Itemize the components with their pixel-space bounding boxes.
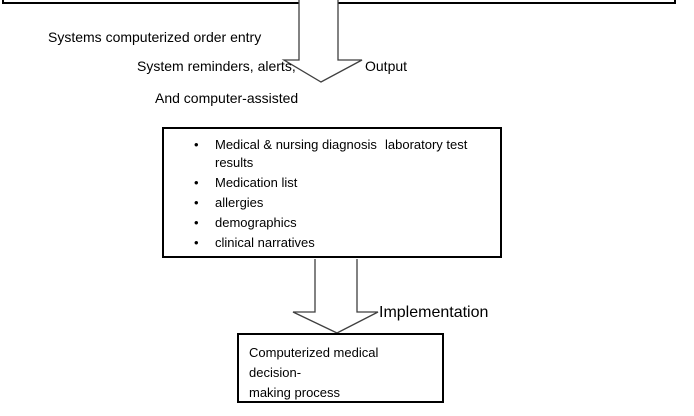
- label-order-entry: Systems computerized order entry: [48, 29, 262, 45]
- label-output: Output: [365, 58, 408, 74]
- list-item-label: Medical & nursing diagnosis: [215, 137, 377, 152]
- clinical-data-box: • Medical & nursing diagnosis laboratory…: [162, 127, 502, 258]
- decision-box-line: Computerized medical decision-: [249, 345, 379, 380]
- decision-box-line: making process: [249, 385, 341, 400]
- label-implementation: Implementation: [379, 304, 489, 321]
- decision-process-box: Computerized medical decision- making pr…: [237, 333, 444, 403]
- bullet-icon: •: [194, 195, 199, 210]
- list-item-label: demographics: [215, 215, 297, 230]
- down-arrow-icon: [281, 0, 363, 83]
- list-item-label: allergies: [215, 195, 264, 210]
- list-item-label: laboratory test: [385, 137, 468, 152]
- list-item-label: results: [215, 155, 254, 170]
- label-computer-assisted: And computer-assisted: [155, 90, 299, 106]
- bullet-icon: •: [194, 215, 199, 230]
- list-item-label: clinical narratives: [215, 235, 315, 250]
- top-source-box: [2, 0, 676, 4]
- down-arrow-icon: [292, 259, 379, 334]
- bullet-icon: •: [194, 175, 199, 190]
- bullet-icon: •: [194, 235, 199, 250]
- bullet-icon: •: [194, 137, 199, 152]
- list-item-label: Medication list: [215, 175, 298, 190]
- label-reminders-alerts: System reminders, alerts,: [137, 58, 296, 74]
